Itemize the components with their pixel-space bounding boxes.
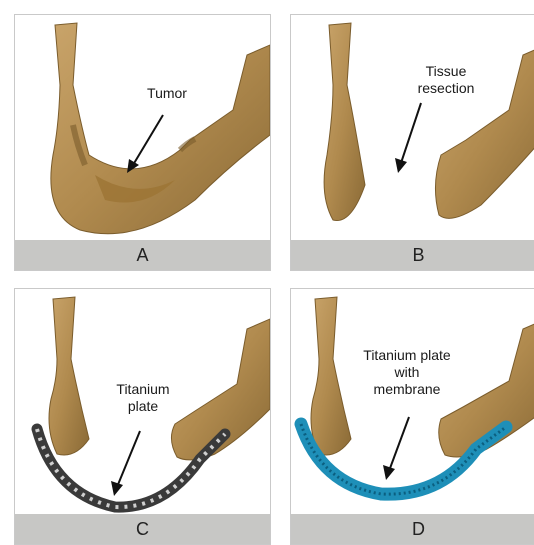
tumor-arrow [133,115,163,165]
panel-a: Tumor A [14,14,271,271]
caption-c: C [15,514,270,544]
annotation-tumor: Tumor [127,85,207,102]
left-bone-fragment [311,297,351,455]
panel-c: Titanium plate C [14,288,271,545]
titanium-plate-membrane-illustration [291,289,534,545]
membrane-arrowhead [383,465,395,480]
annotation-tissue-resection: Tissue resection [401,63,491,97]
caption-d: D [291,514,534,544]
resected-mandible-illustration [291,15,534,271]
titanium-plate-illustration [15,289,271,545]
plate-arrowhead [111,481,123,496]
plate-arrow [117,431,140,487]
caption-b: B [291,240,534,270]
left-bone-fragment [49,297,89,455]
resection-arrowhead [395,158,407,173]
resection-arrow [401,103,421,163]
annotation-titanium-plate-membrane: Titanium plate with membrane [347,347,467,398]
panel-d: Titanium plate with membrane D [290,288,534,545]
caption-a: A [15,240,270,270]
mandible-illustration [15,15,271,271]
panel-b: Tissue resection B [290,14,534,271]
left-bone-fragment [324,23,365,221]
mandible-bone [51,23,270,234]
membrane-arrow [389,417,409,471]
annotation-titanium-plate: Titanium plate [103,381,183,415]
